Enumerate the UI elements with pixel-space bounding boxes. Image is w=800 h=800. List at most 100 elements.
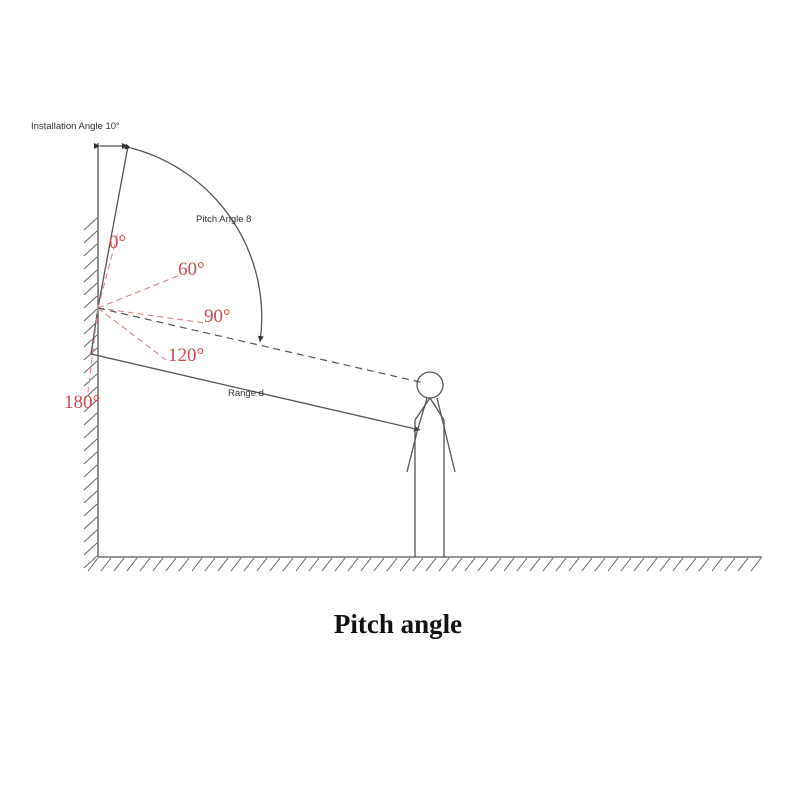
hatch-mark: [529, 557, 541, 572]
hatch-mark: [83, 321, 98, 335]
hatch-mark: [373, 557, 385, 572]
pitch-angle-label: Pitch Angle 8: [196, 214, 251, 225]
angle-label-60: 60°: [178, 259, 205, 280]
ray-60: [97, 274, 181, 309]
hatch-mark: [347, 557, 359, 572]
hatch-mark: [477, 557, 489, 572]
hatch-mark: [620, 557, 632, 572]
hatch-mark: [269, 557, 281, 572]
hatch-mark: [737, 557, 749, 572]
ray-0: [97, 231, 119, 309]
hatch-mark: [139, 557, 151, 572]
hatch-mark: [633, 557, 645, 572]
hatch-mark: [542, 557, 554, 572]
hatch-mark: [308, 557, 320, 572]
hatch-mark: [425, 557, 437, 572]
hatch-mark: [191, 557, 203, 572]
hatch-mark: [83, 230, 98, 244]
hatch-mark: [685, 557, 697, 572]
hatch-mark: [516, 557, 528, 572]
hatch-mark: [503, 557, 515, 572]
person-figure: [406, 371, 456, 557]
hatch-mark: [83, 243, 98, 257]
hatch-mark: [243, 557, 255, 572]
hatch-mark: [646, 557, 658, 572]
hatch-mark: [659, 557, 671, 572]
hatch-mark: [282, 557, 294, 572]
hatch-mark: [83, 490, 98, 504]
hatch-mark: [217, 557, 229, 572]
hatch-mark: [126, 557, 138, 572]
hatch-mark: [83, 399, 98, 413]
hatch-mark: [581, 557, 593, 572]
sensor-bottom-line: [90, 307, 99, 355]
hatch-mark: [334, 557, 346, 572]
hatch-mark: [83, 360, 98, 374]
hatch-mark: [83, 503, 98, 517]
hatch-mark: [165, 557, 177, 572]
range-label: Range d: [228, 388, 264, 399]
hatch-mark: [87, 557, 99, 572]
hatch-mark: [256, 557, 268, 572]
hatch-mark: [83, 412, 98, 426]
hatch-mark: [204, 557, 216, 572]
hatch-mark: [83, 334, 98, 348]
hatch-mark: [83, 217, 98, 231]
hatch-mark: [83, 295, 98, 309]
hatch-mark: [83, 308, 98, 322]
hatch-mark: [490, 557, 502, 572]
hatch-mark: [360, 557, 372, 572]
pitch-dashed-line: [97, 307, 425, 384]
angle-label-180: 180°: [64, 392, 100, 413]
hatch-mark: [750, 557, 762, 572]
hatch-mark: [386, 557, 398, 572]
hatch-mark: [178, 557, 190, 572]
hatch-mark: [555, 557, 567, 572]
hatch-mark: [568, 557, 580, 572]
ground-hatching: [87, 557, 762, 572]
hatch-mark: [672, 557, 684, 572]
caption: Pitch angle: [334, 609, 462, 639]
hatch-mark: [412, 557, 424, 572]
person-head: [416, 371, 444, 399]
hatch-mark: [113, 557, 125, 572]
sensor-axis-line: [97, 145, 129, 309]
angle-label-0: 0°: [109, 232, 126, 253]
hatch-mark: [83, 386, 98, 400]
hatch-mark: [83, 347, 98, 361]
hatch-mark: [83, 373, 98, 387]
pitch-angle-arc: [124, 143, 264, 343]
hatch-mark: [321, 557, 333, 572]
hatch-mark: [295, 557, 307, 572]
hatch-mark: [438, 557, 450, 572]
ray-90: [97, 307, 206, 324]
hatch-mark: [594, 557, 606, 572]
ray-120: [97, 307, 167, 361]
ray-180: [87, 307, 99, 393]
hatch-mark: [83, 282, 98, 296]
hatch-mark: [83, 529, 98, 543]
hatch-mark: [464, 557, 476, 572]
hatch-mark: [83, 451, 98, 465]
hatch-mark: [83, 269, 98, 283]
hatch-mark: [83, 516, 98, 530]
hatch-mark: [152, 557, 164, 572]
hatch-mark: [83, 256, 98, 270]
hatch-mark: [399, 557, 411, 572]
hatch-mark: [83, 438, 98, 452]
hatch-mark: [451, 557, 463, 572]
hatch-mark: [711, 557, 723, 572]
hatch-mark: [83, 542, 98, 556]
hatch-mark: [83, 477, 98, 491]
hatch-mark: [100, 557, 112, 572]
hatch-mark: [83, 425, 98, 439]
angle-label-90: 90°: [204, 306, 231, 327]
wall-hatching: [83, 217, 98, 569]
angle-label-120: 120°: [168, 345, 204, 366]
hatch-mark: [698, 557, 710, 572]
hatch-mark: [607, 557, 619, 572]
hatch-mark: [230, 557, 242, 572]
hatch-mark: [724, 557, 736, 572]
hatch-mark: [83, 555, 98, 569]
